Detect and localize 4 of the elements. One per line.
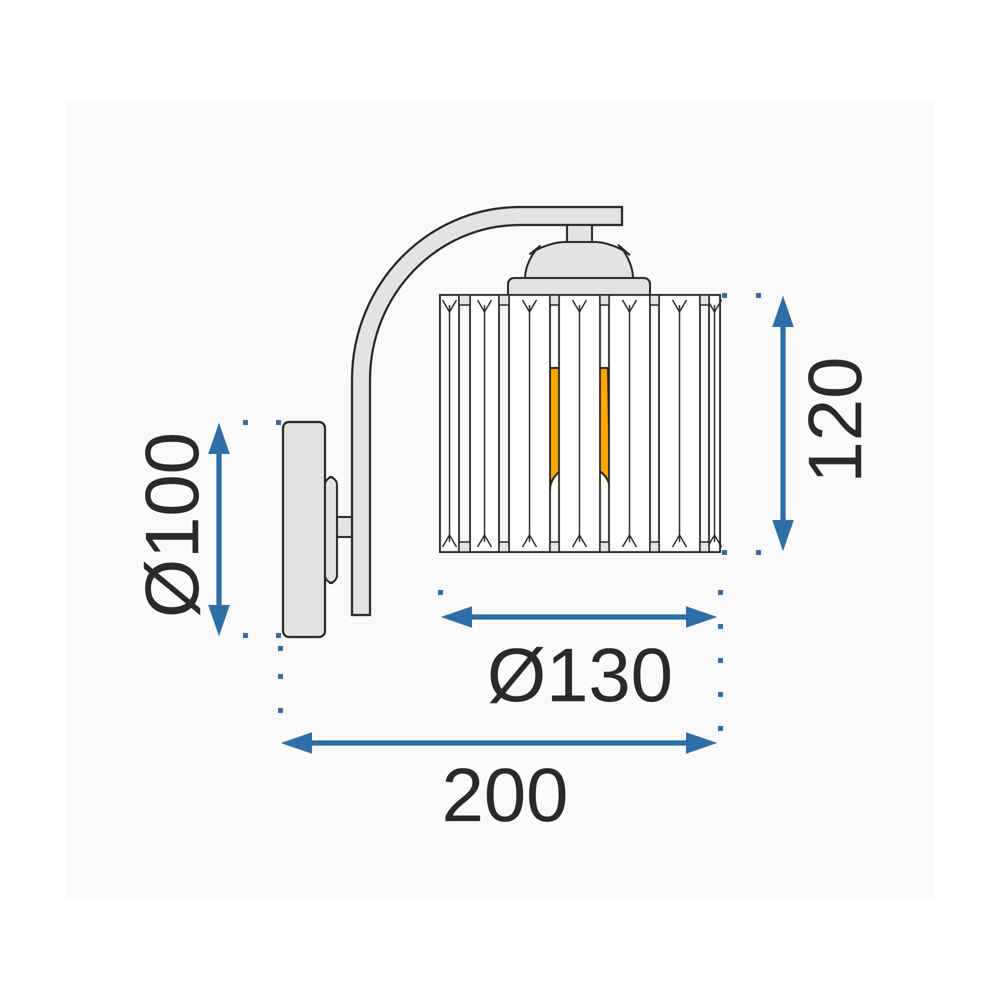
dimension-label: 120 [808,360,862,478]
dimension-label: 200 [445,768,566,822]
dimension-label: Ø100 [144,435,200,616]
dimension-label: Ø130 [490,646,670,704]
